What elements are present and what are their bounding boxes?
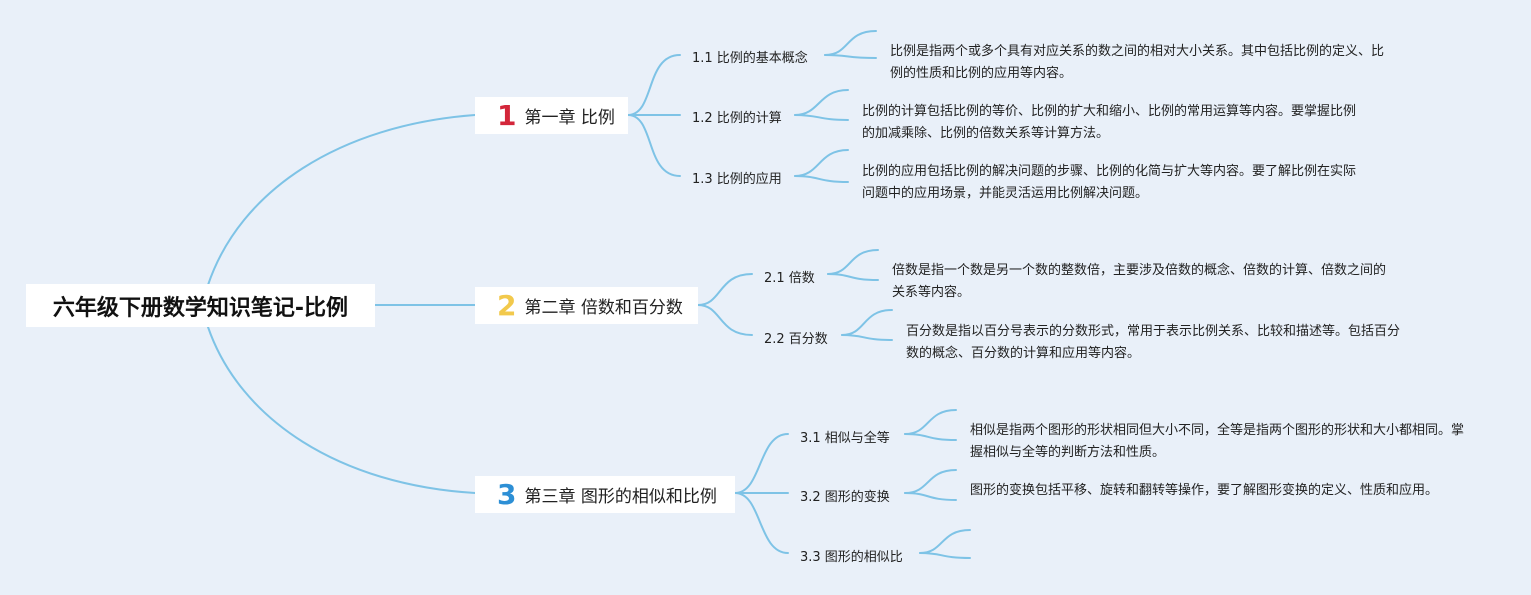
section-3-2[interactable]: 3.2 图形的变换 — [800, 490, 890, 505]
section-2-2-desc: 百分数是指以百分号表示的分数形式，常用于表示比例关系、比较和描述等。包括百分数的… — [906, 324, 1401, 361]
connector-s11-desc-b — [824, 54, 877, 59]
connector-s32-desc — [904, 469, 957, 494]
connector-s12-desc — [794, 89, 849, 116]
section-3-1[interactable]: 3.1 相似与全等 — [800, 431, 890, 446]
connector-root-ch1 — [207, 114, 476, 286]
root-title: 六年级下册数学知识笔记-比例 — [52, 295, 349, 321]
chapter-3-label: 第三章 图形的相似和比例 — [524, 487, 717, 507]
connector-s11-desc — [824, 30, 877, 56]
section-1-1-desc: 比例是指两个或多个具有对应关系的数之间的相对大小关系。其中包括比例的定义、比例的… — [890, 44, 1385, 81]
chapter-2-label: 第二章 倍数和百分数 — [524, 298, 683, 318]
connector-s33-desc — [919, 529, 971, 554]
connector-ch3-s3 — [734, 492, 789, 554]
connector-ch2-s1 — [697, 273, 753, 306]
connector-s13-desc-b — [794, 175, 849, 183]
connector-ch1-s3 — [627, 114, 681, 177]
connector-s22-desc — [841, 309, 893, 336]
chapter-1-label: 第一章 比例 — [524, 108, 615, 128]
section-2-2[interactable]: 2.2 百分数 — [764, 332, 828, 347]
section-1-3[interactable]: 1.3 比例的应用 — [692, 172, 782, 187]
connector-s33-desc-b — [919, 552, 971, 559]
section-2-1-desc: 倍数是指一个数是另一个数的整数倍，主要涉及倍数的概念、倍数的计算、倍数之间的关系… — [892, 263, 1387, 300]
section-3-2-desc: 图形的变换包括平移、旋转和翻转等操作，要了解图形变换的定义、性质和应用。 — [970, 483, 1439, 498]
connector-s13-desc — [794, 149, 849, 177]
connector-s31-desc — [904, 409, 957, 435]
connector-root-ch3 — [207, 326, 476, 494]
chapter-3-number: 3 — [497, 477, 517, 511]
connector-ch3-s1 — [734, 433, 789, 494]
chapter-1-node[interactable]: 1 第一章 比例 — [475, 97, 628, 134]
section-3-3[interactable]: 3.3 图形的相似比 — [800, 550, 903, 565]
connector-s12-desc-b — [794, 114, 849, 121]
section-1-2-desc: 比例的计算包括比例的等价、比例的扩大和缩小、比例的常用运算等内容。要掌握比例的加… — [862, 104, 1357, 141]
chapter-3-node[interactable]: 3 第三章 图形的相似和比例 — [475, 476, 735, 513]
root-node[interactable]: 六年级下册数学知识笔记-比例 — [26, 284, 375, 327]
connector-ch2-s2 — [697, 304, 753, 336]
section-1-3-desc: 比例的应用包括比例的解决问题的步骤、比例的化简与扩大等内容。要了解比例在实际问题… — [862, 164, 1357, 201]
chapter-1-number: 1 — [497, 98, 517, 132]
section-2-1[interactable]: 2.1 倍数 — [764, 271, 815, 286]
connector-s32-desc-b — [904, 492, 957, 501]
connector-s21-desc — [827, 249, 879, 275]
chapter-2-node[interactable]: 2 第二章 倍数和百分数 — [475, 287, 698, 324]
connector-s31-desc-b — [904, 433, 957, 441]
connector-s22-desc-b — [841, 334, 893, 341]
connector-s21-desc-b — [827, 273, 879, 281]
section-1-2[interactable]: 1.2 比例的计算 — [692, 111, 782, 126]
connector-ch1-s1 — [627, 54, 681, 116]
section-3-1-desc: 相似是指两个图形的形状相同但大小不同，全等是指两个图形的形状和大小都相同。掌握相… — [970, 423, 1465, 460]
chapter-2-number: 2 — [497, 288, 517, 322]
section-1-1[interactable]: 1.1 比例的基本概念 — [692, 51, 808, 66]
